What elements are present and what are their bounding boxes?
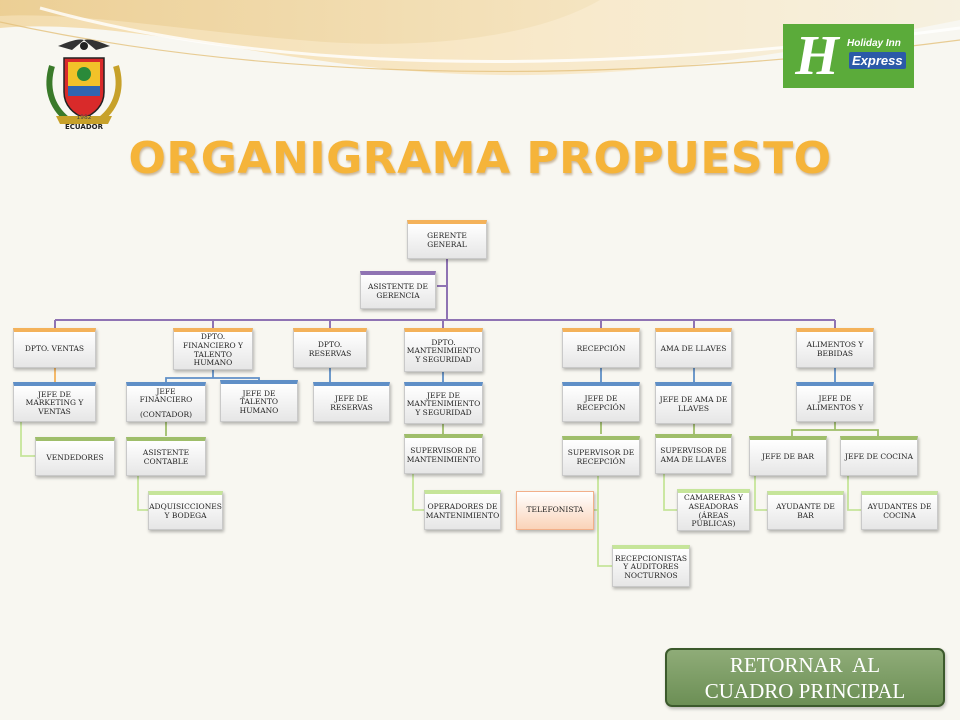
return-button-line2: CUADRO PRINCIPAL: [704, 678, 906, 703]
node-supervisor-ama: SUPERVISOR DE AMA DE LLAVES: [655, 434, 732, 474]
node-jefe-financiero: JEFE FINANCIERO (CONTADOR): [126, 382, 206, 422]
node-operadores-mantenimiento: OPERADORES DE MANTENIMIENTO: [424, 490, 501, 530]
page-title: ORGANIGRAMA PROPUESTO: [128, 133, 832, 184]
node-jefe-talento-humano: JEFE DE TALENTO HUMANO: [220, 380, 298, 422]
ecuador-coat-of-arms-icon: [46, 39, 122, 124]
node-telefonista: TELEFONISTA: [516, 491, 594, 530]
node-recepcionistas: RECEPCIONISTAS Y AUDITORES NOCTURNOS: [612, 545, 690, 587]
return-to-main-button[interactable]: RETORNAR AL CUADRO PRINCIPAL: [665, 648, 945, 707]
return-button-line1: RETORNAR AL: [729, 652, 881, 677]
node-ama-de-llaves: AMA DE LLAVES: [655, 328, 732, 368]
node-vendedores: VENDEDORES: [35, 437, 115, 476]
logo-h-icon: H: [795, 25, 839, 87]
node-jefe-recepcion: JEFE DE RECEPCIÓN: [562, 382, 640, 422]
node-jefe-cocina: JEFE DE COCINA: [840, 436, 918, 476]
node-adquisiciones: ADQUISICCIONES Y BODEGA: [148, 491, 223, 530]
badge-country: ECUADOR: [65, 123, 103, 131]
node-ayudantes-cocina: AYUDANTES DE COCINA: [861, 491, 938, 530]
jefe-financiero-label: JEFE FINANCIERO: [139, 386, 193, 405]
logo-line2: Express: [849, 52, 906, 69]
logo-line1: Holiday Inn: [847, 38, 901, 49]
badge-year: 1982: [76, 114, 92, 121]
purple-connectors: [54, 259, 836, 330]
node-gerente-general: GERENTE GENERAL: [407, 220, 487, 259]
contador-label: (CONTADOR): [139, 409, 193, 419]
node-recepcion: RECEPCIÓN: [562, 328, 640, 368]
node-dpto-financiero: DPTO. FINANCIERO Y TALENTO HUMANO: [173, 328, 253, 370]
node-jefe-ama-de-llaves: JEFE DE AMA DE LLAVES: [655, 382, 732, 424]
holiday-inn-express-logo: H Holiday Inn Express: [783, 24, 914, 88]
leaf-connectors: [20, 422, 861, 567]
node-jefe-reservas: JEFE DE RESERVAS: [313, 382, 390, 422]
node-dpto-reservas: DPTO. RESERVAS: [293, 328, 367, 368]
node-dpto-ventas: DPTO. VENTAS: [13, 328, 96, 368]
node-asistente-gerencia: ASISTENTE DE GERENCIA: [360, 271, 436, 309]
node-supervisor-recepcion: SUPERVISOR DE RECEPCIÓN: [562, 436, 640, 476]
node-jefe-alimentos: JEFE DE ALIMENTOS Y: [796, 382, 874, 422]
node-jefe-mantenimiento: JEFE DE MANTENIMIENTO Y SEGURIDAD: [404, 382, 483, 424]
node-alimentos-bebidas: ALIMENTOS Y BEBIDAS: [796, 328, 874, 368]
node-supervisor-mantenimiento: SUPERVISOR DE MANTENIMIENTO: [404, 434, 483, 474]
node-jefe-bar: JEFE DE BAR: [749, 436, 827, 476]
node-ayudante-bar: AYUDANTE DE BAR: [767, 491, 844, 530]
node-camareras: CAMARERAS Y ASEADORAS (ÁREAS PÚBLICAS): [677, 489, 750, 531]
node-dpto-mantenimiento: DPTO. MANTENIMIENTO Y SEGURIDAD: [404, 328, 483, 372]
node-asistente-contable: ASISTENTE CONTABLE: [126, 437, 206, 476]
node-jefe-marketing: JEFE DE MARKETING Y VENTAS: [13, 382, 96, 422]
